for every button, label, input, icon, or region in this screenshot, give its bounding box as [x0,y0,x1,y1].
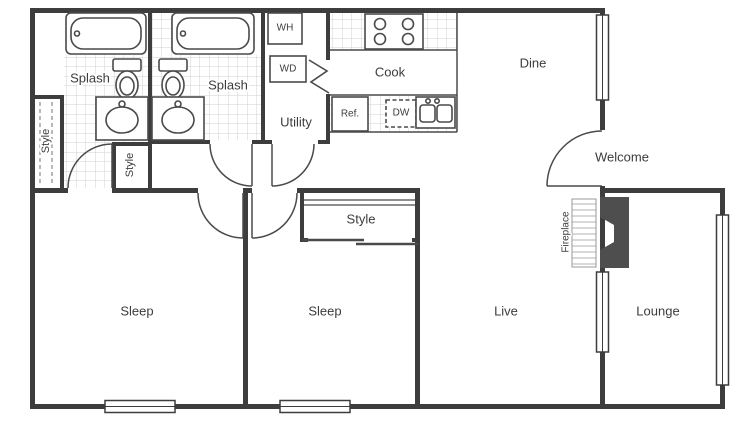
room-label-entry: Welcome [595,150,649,165]
window-icon [595,14,610,101]
wall-utility-kitchen-b [326,94,330,144]
room-label-bedroom1: Sleep [120,304,153,319]
closet-details [39,102,418,246]
wall-bed2-closet-stub-r [412,238,420,242]
bedroom1-door-icon [197,192,244,239]
utility-door-icon [271,143,315,187]
appliance-labels: WH WD Ref. DW [276,22,411,121]
room-label-closet-bedroom2: Style [347,212,376,227]
bedroom2-door-icon [251,192,298,239]
label-refrigerator: Ref. [341,109,359,120]
wall-hall-a [152,140,210,144]
washer-dryer-icon [269,55,307,83]
bathroom2-tile-strip [152,13,172,55]
kitchen-sink-icon [415,96,456,129]
wall-closet-hall-side [112,142,116,188]
wall-bedrooms-top-d [297,188,420,193]
kitchen-appliances [331,13,456,132]
window-icon [104,399,176,414]
label-dishwasher: DW [393,108,410,119]
wall-utility-kitchen-a [326,8,330,60]
vanity-sink-icon [151,96,205,141]
wall-top [30,8,605,13]
room-label-closet-left: Style [40,129,52,153]
vanity-sink-icon [95,96,149,141]
wall-bed2-closet-side [300,193,304,242]
wall-closet-left-top [30,95,64,99]
label-washer-dryer: WD [280,64,297,75]
wall-bedrooms-top-a [30,188,68,193]
stove-icon [364,13,424,50]
sliding-door-icon [595,271,610,353]
bathroom1-tile-floor-lower [64,142,112,188]
water-heater-icon [267,12,303,45]
wall-closet-left-side [60,95,64,188]
wall-bottom [30,404,725,409]
wall-hall-c [318,140,330,144]
window-icon [279,399,351,414]
room-label-bathroom1: Splash [70,71,110,86]
hearth-hatch [572,203,596,265]
room-label-lounge: Lounge [636,304,679,319]
fireplace-group [571,197,629,268]
fireplace-icon [600,197,629,268]
wall-lounge-top [605,188,725,193]
wall-bedroom-divider [243,193,248,404]
wall-bedrooms-top-b [112,188,198,193]
label-water-heater: WH [277,23,294,34]
bathroom2-door-icon [209,143,253,187]
bathtub-icon [171,12,255,55]
windows [104,14,730,414]
room-label-bathroom2: Splash [208,78,248,93]
toilet-icon [112,58,142,100]
refrigerator-icon [331,96,369,132]
bath-fixtures [65,12,255,141]
wall-bedroom2-living [415,188,420,404]
wall-left [30,8,35,409]
room-label-bedroom2: Sleep [308,304,341,319]
window-icon [715,214,730,386]
doors [67,130,603,239]
hearth-tile [571,198,597,268]
feature-label-fireplace: Fireplace [561,211,572,253]
room-label-utility: Utility [280,115,312,130]
bifold-door-icon [308,59,330,94]
room-labels: Splash Splash Style Style Utility Cook D… [38,54,682,321]
room-label-dining: Dine [520,56,547,71]
bathtub-icon [65,12,147,55]
room-label-living: Live [494,304,518,319]
kitchen-counter-edges [330,13,458,133]
utility-appliances [267,12,330,94]
wall-bath-divider [148,8,152,188]
entry-door-icon [546,130,603,187]
wall-bath2-utility [261,8,265,140]
wall-closet-hall-top [112,142,148,146]
dishwasher-icon [385,99,417,128]
wall-bedrooms-top-c [243,188,252,193]
bathroom1-door-icon [67,143,113,189]
room-label-kitchen: Cook [375,65,406,80]
toilet-icon [158,58,188,100]
wall-hall-b [252,140,272,144]
room-label-closet-hall: Style [124,153,136,177]
